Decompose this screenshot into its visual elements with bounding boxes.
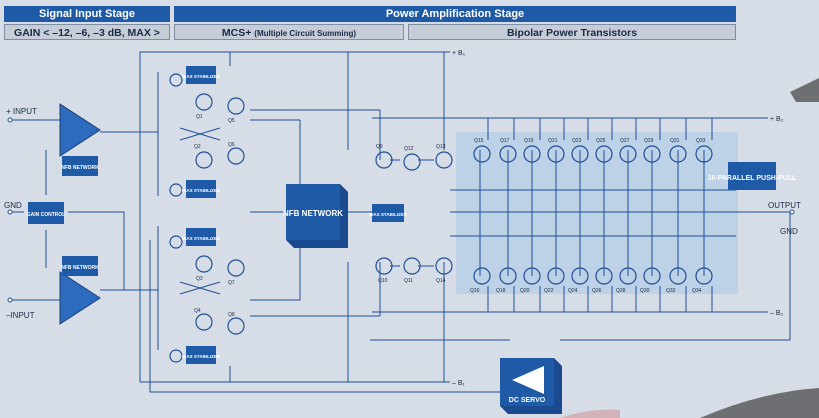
- power-amplification-stage-header: Power Amplification Stage: [174, 6, 736, 22]
- gnd-right-label: GND: [780, 227, 798, 236]
- q33-label: Q33: [696, 138, 706, 144]
- mcs-title: MCS+: [221, 27, 252, 39]
- q30-label: Q30: [640, 288, 650, 294]
- dc-servo-symbol: [512, 366, 544, 394]
- q9-label: Q9: [376, 144, 383, 150]
- q26-label: Q26: [592, 288, 602, 294]
- plus-input-label: + INPUT: [6, 107, 37, 116]
- bias-stabilizer-box-1: [186, 66, 216, 84]
- nfb-network-label-top: NFB NETWORK: [61, 165, 99, 171]
- q29-label: Q29: [644, 138, 654, 144]
- bias-stabilizer-label-4: BIAS STABILIZER: [182, 354, 221, 359]
- terminals: [7, 117, 795, 303]
- signal-input-stage-header: Signal Input Stage: [4, 6, 170, 22]
- mcs-subtitle: (Multiple Circuit Summing): [254, 29, 357, 38]
- nfb-network-big-box: [286, 184, 340, 240]
- parallel-push-pull-label: 10-PARALLEL PUSH-PULL: [708, 175, 798, 182]
- q4-label: Q4: [194, 308, 201, 314]
- nfb-network-label-bottom: NFB NETWORK: [61, 265, 99, 271]
- gain-control-box: [28, 202, 64, 224]
- q5-label: Q5: [228, 118, 235, 124]
- q2-label: Q2: [194, 144, 201, 150]
- bias-stabilizer-box-4: [186, 346, 216, 364]
- decorative-shape-top: [790, 78, 819, 102]
- q17-label: Q17: [500, 138, 510, 144]
- wires: [12, 51, 791, 393]
- q32-label: Q32: [666, 288, 676, 294]
- q15-label: Q15: [474, 138, 484, 144]
- q13-label: Q13: [436, 144, 446, 150]
- q16-label: Q16: [470, 288, 480, 294]
- q23-label: Q23: [572, 138, 582, 144]
- parallel-push-pull-box: [728, 162, 776, 190]
- q34-label: Q34: [692, 288, 702, 294]
- dc-servo-label: DC SERVO: [509, 397, 546, 404]
- q1-label: Q1: [196, 114, 203, 120]
- q11-label: Q11: [404, 278, 413, 284]
- decorative-shape-bottom: [700, 388, 819, 418]
- bias-stabilizer-label-2: BIAS STABILIZER: [182, 188, 221, 193]
- plus-input-opamp: [59, 103, 101, 157]
- driver-transistors: [375, 151, 453, 275]
- input-transistors: [195, 93, 245, 335]
- q7-label: Q7: [228, 280, 235, 286]
- gnd-left-label: GND: [4, 201, 22, 210]
- minus-b2-label: – B₂: [770, 310, 784, 317]
- q18-label: Q18: [496, 288, 506, 294]
- gain-settings-label: GAIN < –12, –6, –3 dB, MAX >: [4, 24, 170, 40]
- gain-control-label: GAIN CONTROL: [27, 212, 66, 218]
- bias-stabilizer-box-2: [186, 180, 216, 198]
- minus-input-opamp: [59, 271, 101, 325]
- q20-label: Q20: [520, 288, 530, 294]
- q22-label: Q22: [544, 288, 554, 294]
- plus-b2-label: + B₂: [770, 116, 784, 123]
- minus-b1-label: – B₁: [452, 380, 466, 387]
- bias-stabilizer-label-3: BIAS STABILIZER: [182, 236, 221, 241]
- q12-label: Q12: [404, 146, 414, 152]
- nfb-network-big-label: NFB NETWORK: [283, 209, 343, 218]
- q25-label: Q25: [596, 138, 606, 144]
- bias-stabilizer-label-5: BIAS STABILIZER: [369, 212, 408, 217]
- q24-label: Q24: [568, 288, 578, 294]
- bias-stabilizer-label-1: BIAS STABILIZER: [182, 74, 221, 79]
- q27-label: Q27: [620, 138, 630, 144]
- current-sources: [169, 73, 183, 363]
- q6-label: Q6: [228, 142, 235, 148]
- q31-label: Q31: [670, 138, 680, 144]
- plus-b1-label: + B₁: [452, 50, 466, 57]
- output-label: OUTPUT: [768, 201, 801, 210]
- nfb-network-box-top: [62, 156, 98, 176]
- output-emitter-lines: [479, 118, 713, 312]
- q8-label: Q8: [228, 312, 235, 318]
- minus-input-label: –INPUT: [6, 311, 35, 320]
- q10-label: Q10: [378, 278, 388, 284]
- bipolar-transistors-header: Bipolar Power Transistors: [408, 24, 736, 40]
- nfb-network-box-bottom: [62, 256, 98, 276]
- q19-label: Q19: [524, 138, 534, 144]
- q21-label: Q21: [548, 138, 558, 144]
- q28-label: Q28: [616, 288, 626, 294]
- bias-stabilizer-box-5: [372, 204, 404, 222]
- mcs-header: MCS+ (Multiple Circuit Summing): [174, 24, 404, 40]
- output-stage-panel: [456, 132, 738, 294]
- bias-stabilizer-box-3: [186, 228, 216, 246]
- q14-label: Q14: [436, 278, 446, 284]
- q3-label: Q3: [196, 276, 203, 282]
- decorative-shape-pink: [560, 409, 620, 418]
- output-transistors: [473, 145, 713, 285]
